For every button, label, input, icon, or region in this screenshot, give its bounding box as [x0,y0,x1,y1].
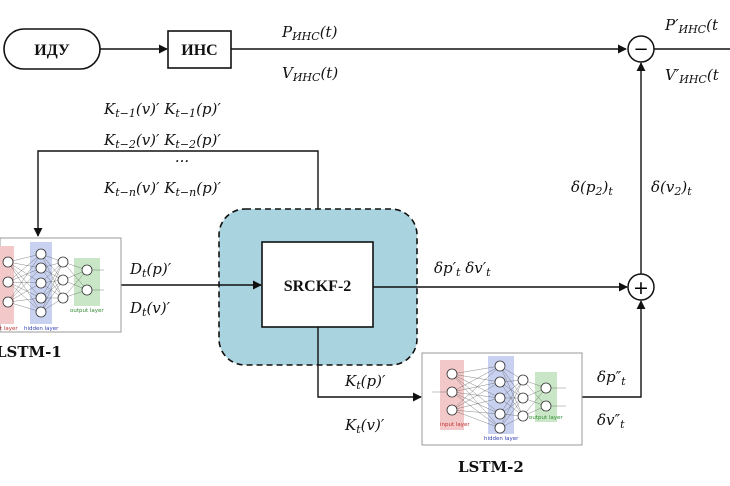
lstm2-output-layer-text: output layer [529,415,563,421]
d-v-label: Dt​(v)′ [129,299,171,319]
d-p-label: Dt​(p)′ [129,260,172,280]
ins-label: ИНС [181,42,217,59]
idu-label: ИДУ [34,42,70,59]
dp-dd-label: δp″t​ [597,368,626,388]
lstm2-input-layer-text: input layer [440,422,470,428]
p-ins-corrected-label: P′ИНС​(t [664,16,719,36]
arrow-lstm2-plus [582,300,646,398]
arrow-srckf-lstm2 [317,327,422,402]
dp2-label: δ(p2​)t​ [571,178,613,198]
k-t2-label: Kt−2​(v)′ Kt−2​(p)′ [103,131,221,151]
dp-dv-prime-label: δp′t​ δv′t​ [434,259,491,279]
k-p-label: Kt​(p)′ [344,372,386,392]
k-t1-label: Kt−1​(v)′ Kt−1​(p)′ [103,100,221,120]
lstm1-label: LSTM-1 [0,343,62,361]
lstm1-input-layer-text: input layer [0,326,18,332]
lstm1-hidden-layer-text: hidden layer [24,326,59,332]
lstm2-network-image: input layer hidden layer output layer [421,352,583,446]
p-ins-label: PИНС​(t) [281,23,338,43]
srckf-block: SRCKF-2 [261,241,374,328]
lstm1-network-image: input layer hidden layer output layer [0,237,122,333]
v-ins-corrected-label: V′ИНС​(t [665,66,720,86]
k-tn-label: Kt−n​(v)′ Kt−n​(p)′ [103,179,222,199]
lstm1-output-layer-text: output layer [70,308,104,314]
minus-junction: − [627,35,655,63]
k-v-label: Kt​(v)′ [344,416,385,436]
v-ins-label: VИНС​(t) [282,64,338,84]
dv-dd-label: δv″t​ [597,411,625,431]
dv2-label: δ(v2​)t​ [651,178,692,198]
ins-block: ИНС [167,30,232,69]
feedback-loop-line [33,150,319,242]
plus-sign: + [633,277,649,299]
lstm2-hidden-layer-text: hidden layer [484,436,519,442]
k-dots-label: ··· [175,152,189,170]
lstm2-label: LSTM-2 [458,458,524,476]
srckf-label: SRCKF-2 [284,278,352,295]
minus-sign: − [633,39,648,60]
idu-block: ИДУ [3,28,101,70]
plus-junction: + [627,273,655,301]
